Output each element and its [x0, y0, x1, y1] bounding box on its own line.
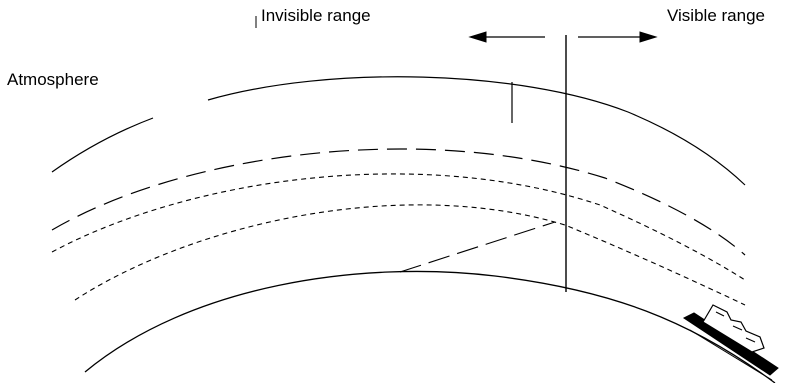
atmosphere-layer-dashed	[52, 149, 745, 255]
refracted-ray	[75, 205, 745, 305]
atmosphere-layer-dotted-upper	[52, 174, 745, 280]
invisible-range-arrowhead	[470, 32, 486, 42]
earth-surface	[85, 271, 775, 383]
invisible-range-label: Invisible range	[261, 6, 371, 26]
atmosphere-boundary-left	[52, 118, 153, 172]
atmosphere-boundary	[208, 77, 745, 185]
atmosphere-label: Atmosphere	[7, 70, 99, 90]
visible-range-arrowhead	[640, 32, 656, 42]
visible-range-label: Visible range	[667, 6, 765, 26]
straight-ray	[400, 222, 555, 272]
ship-icon	[684, 305, 778, 380]
